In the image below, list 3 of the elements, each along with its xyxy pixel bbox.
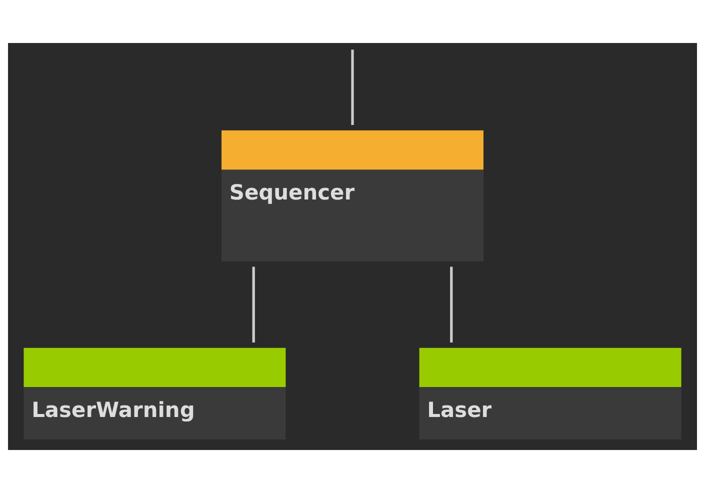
connector [252, 266, 255, 342]
connector [450, 266, 453, 342]
connector [351, 49, 354, 124]
